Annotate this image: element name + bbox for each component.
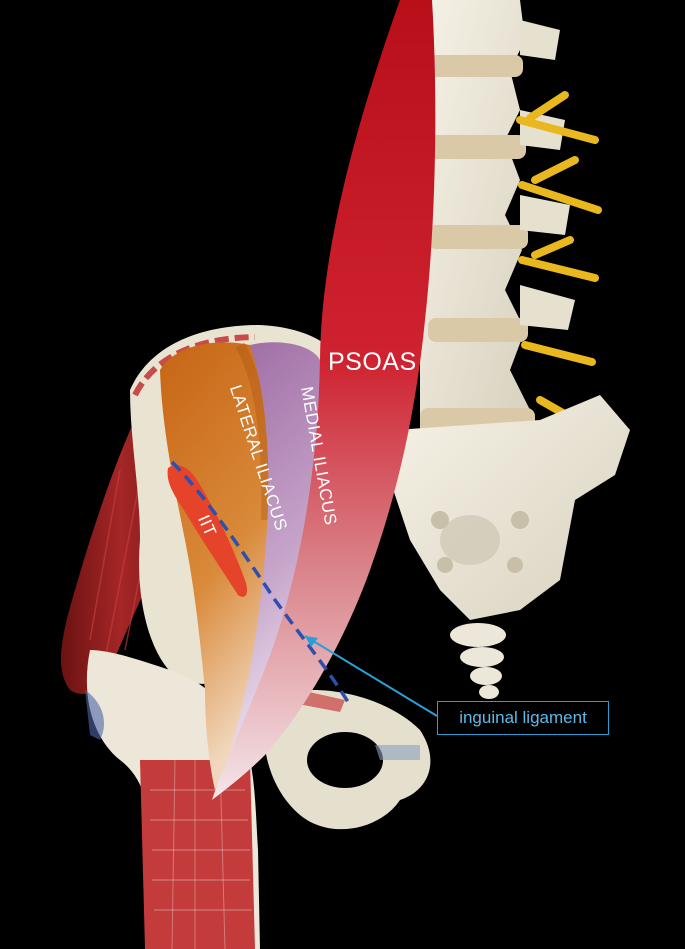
lateral-iliacus-muscle — [160, 342, 275, 790]
inguinal-ligament-label: inguinal ligament — [459, 708, 587, 727]
pubic-bone — [264, 690, 431, 830]
intervertebral-disc — [428, 225, 528, 249]
inguinal-ligament-callout: inguinal ligament — [437, 701, 609, 735]
psoas-muscle — [212, 0, 436, 800]
coccyx — [450, 623, 506, 699]
medial-iliacus-muscle — [220, 342, 321, 790]
psoas-label: PSOAS — [328, 348, 417, 376]
iit-muscle — [167, 465, 248, 597]
callout-line — [304, 635, 438, 717]
inguinal-ligament-line — [170, 460, 352, 706]
intervertebral-disc — [428, 318, 528, 342]
intervertebral-disc — [428, 135, 526, 159]
sacrum — [390, 395, 630, 620]
intervertebral-disc — [428, 55, 523, 77]
lumbar-spine — [420, 0, 575, 434]
